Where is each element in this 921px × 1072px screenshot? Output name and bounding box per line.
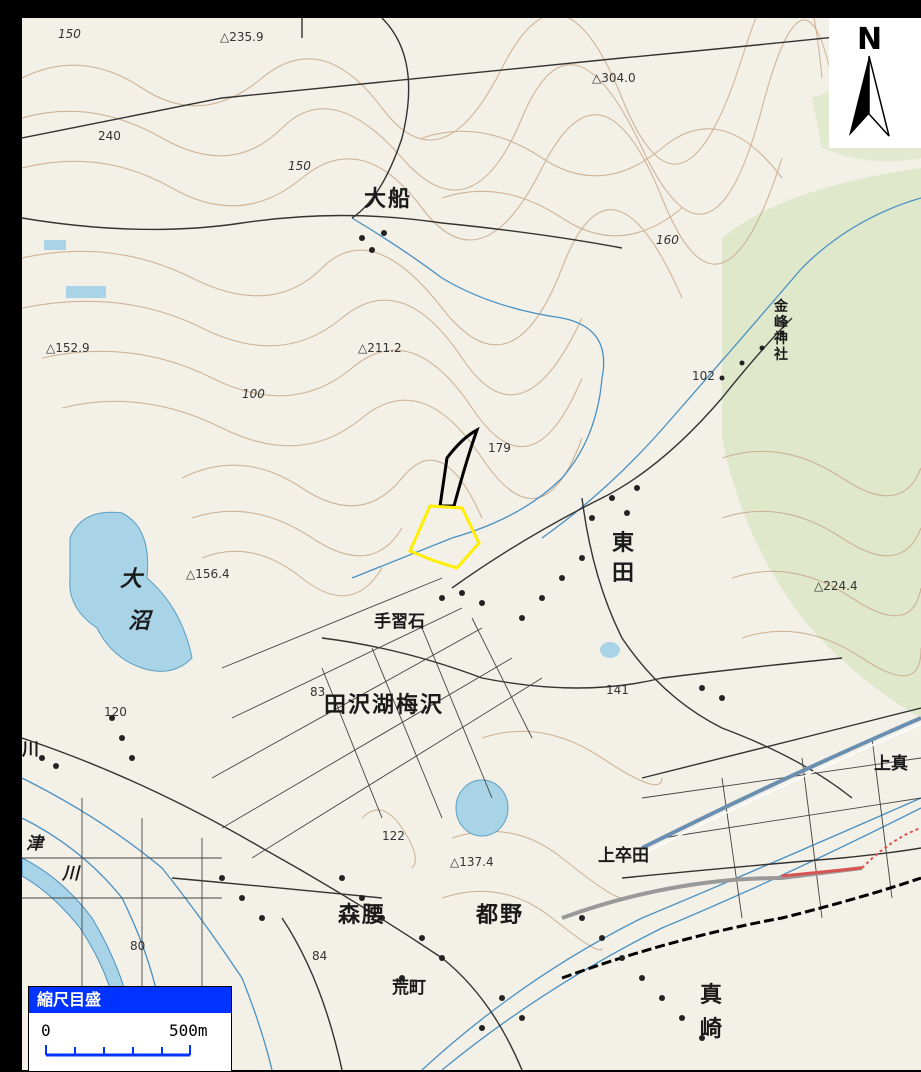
- elevation-240: 240: [98, 129, 121, 143]
- place-onuma-1: 大: [120, 566, 145, 592]
- place-tenaraiishi: 手習石: [374, 612, 425, 632]
- place-kanamine-1: 金: [774, 299, 788, 315]
- place-kawa-left: 川: [22, 740, 39, 760]
- place-higashida-1: 東: [612, 530, 637, 556]
- elevation-84: 84: [312, 949, 328, 963]
- elevation-235: △235.9: [220, 30, 264, 44]
- elevation-224: △224.4: [814, 579, 858, 593]
- elevation-137: △137.4: [450, 855, 494, 869]
- place-onuma-2: 沼: [128, 608, 153, 634]
- topographic-map[interactable]: 大船 手習石 東 田 田沢湖梅沢 大 沼 森腰 都野 荒町 上卒田 上真 真 崎…: [22, 18, 921, 1070]
- place-kanamine-2: 峰: [774, 315, 788, 331]
- place-tsuno: 都野: [476, 902, 525, 928]
- elevation-120: 120: [104, 705, 127, 719]
- elevation-304: △304.0: [592, 71, 636, 85]
- place-kawa-left2: 川: [62, 864, 79, 884]
- elevation-83: 83: [310, 685, 326, 699]
- scale-bar-box: 縮尺目盛 0 500m: [28, 986, 232, 1072]
- place-masaki-1: 真: [700, 982, 725, 1008]
- scale-ruler-icon: [45, 1045, 191, 1057]
- place-tazawako-umezawa: 田沢湖梅沢: [324, 692, 445, 718]
- elevation-152: △152.9: [46, 341, 90, 355]
- place-kanamine-3: 神: [774, 331, 788, 347]
- elevation-80: 80: [130, 939, 146, 953]
- place-kamisotsuda: 上卒田: [598, 846, 649, 866]
- elevation-156: △156.4: [186, 567, 230, 581]
- channel-outline: [438, 426, 480, 508]
- north-arrow-icon: [849, 55, 890, 137]
- elevation-141: 141: [606, 683, 629, 697]
- elevation-150b: 150: [288, 159, 311, 173]
- elevation-122: 122: [382, 829, 405, 843]
- elevation-211: △211.2: [358, 341, 402, 355]
- place-ofune: 大船: [364, 186, 413, 212]
- map-base-layer: [22, 18, 921, 1070]
- elevation-102: 102: [692, 369, 715, 383]
- place-higashida-2: 田: [612, 560, 637, 586]
- place-kami-ma: 上真: [874, 754, 908, 774]
- study-area-polygon: [408, 504, 481, 570]
- place-morikoshi: 森腰: [338, 902, 387, 928]
- scale-title: 縮尺目盛: [29, 987, 231, 1013]
- place-masaki-2: 崎: [700, 1016, 725, 1042]
- elevation-179: 179: [488, 441, 511, 455]
- elevation-100: 100: [242, 387, 265, 401]
- north-label: N: [857, 22, 883, 57]
- scale-max-label: 500m: [169, 1021, 208, 1040]
- place-aramachi: 荒町: [392, 978, 426, 998]
- place-kanamine-4: 社: [774, 347, 788, 363]
- elevation-160: 160: [656, 233, 679, 247]
- elevation-150a: 150: [58, 27, 81, 41]
- place-tsu-left: 津: [26, 834, 43, 854]
- scale-zero-label: 0: [41, 1021, 51, 1040]
- north-arrow-box: N: [829, 18, 921, 148]
